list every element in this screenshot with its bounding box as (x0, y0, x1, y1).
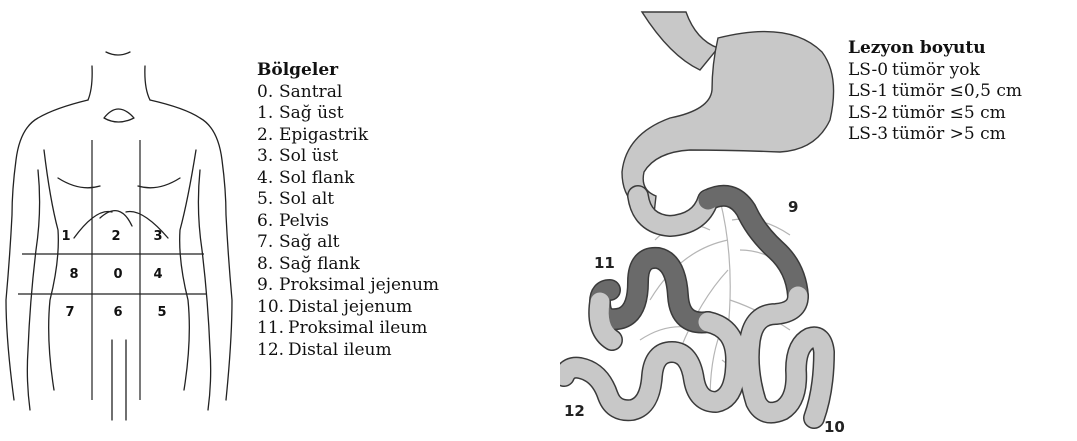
legend-item: 8.Sağ flank (257, 254, 439, 276)
right-torso-side (180, 150, 196, 390)
neck-outline (88, 66, 150, 100)
esophagus (642, 12, 718, 70)
regions-legend-title: Bölgeler (257, 60, 439, 82)
lesion-size-legend: Lezyon boyutu LS-0tümör yok LS-1tümör ≤0… (848, 38, 1022, 146)
torso-diagram: 1 2 3 8 0 4 7 6 5 (0, 0, 250, 441)
segment-label-11: 11 (594, 254, 615, 272)
region-label-3: 3 (153, 229, 162, 244)
chest-line (58, 178, 180, 188)
region-label-6: 6 (113, 305, 122, 320)
right-shoulder-outline (150, 100, 232, 400)
left-shoulder-outline (6, 100, 88, 400)
legend-item: 7.Sağ alt (257, 232, 439, 254)
legend-item: 3.Sol üst (257, 146, 439, 168)
legend-item: 4.Sol flank (257, 168, 439, 190)
legend-item: 12.Distal ileum (257, 340, 439, 362)
ileum-connector-segment (564, 322, 736, 410)
segment-label-9: 9 (788, 198, 798, 216)
legend-item: 0.Santral (257, 82, 439, 104)
lesion-size-title: Lezyon boyutu (848, 38, 1022, 60)
region-label-5: 5 (157, 305, 166, 320)
left-torso-side (44, 150, 58, 390)
legend-item: 11.Proksimal ileum (257, 318, 439, 340)
region-label-2: 2 (111, 229, 120, 244)
region-label-0: 0 (113, 267, 122, 282)
legend-item: 9.Proksimal jejenum (257, 275, 439, 297)
segment-label-10: 10 (824, 418, 845, 436)
legend-item: 10.Distal jejenum (257, 297, 439, 319)
segment-label-12: 12 (564, 402, 585, 420)
region-label-7: 7 (65, 305, 74, 320)
legend-item: 2.Epigastrik (257, 125, 439, 147)
region-label-1: 1 (61, 229, 70, 244)
collar-outline (104, 109, 134, 122)
right-inner-arm (198, 170, 210, 410)
region-label-8: 8 (69, 267, 78, 282)
chin-outline (106, 52, 130, 55)
leg-line (112, 340, 126, 420)
legend-item: 1.Sağ üst (257, 103, 439, 125)
size-item: LS-2tümör ≤5 cm (848, 103, 1022, 125)
region-label-4: 4 (153, 267, 162, 282)
xiphoid-arc (100, 211, 132, 226)
legend-item: 5.Sol alt (257, 189, 439, 211)
size-item: LS-1tümör ≤0,5 cm (848, 81, 1022, 103)
regions-legend: Bölgeler 0.Santral 1.Sağ üst 2.Epigastri… (257, 60, 439, 361)
legend-item: 6.Pelvis (257, 211, 439, 233)
bowel-diagram: 9 11 12 10 (560, 0, 850, 441)
left-inner-arm (27, 170, 39, 410)
size-item: LS-0tümör yok (848, 60, 1022, 82)
size-item: LS-3tümör >5 cm (848, 124, 1022, 146)
